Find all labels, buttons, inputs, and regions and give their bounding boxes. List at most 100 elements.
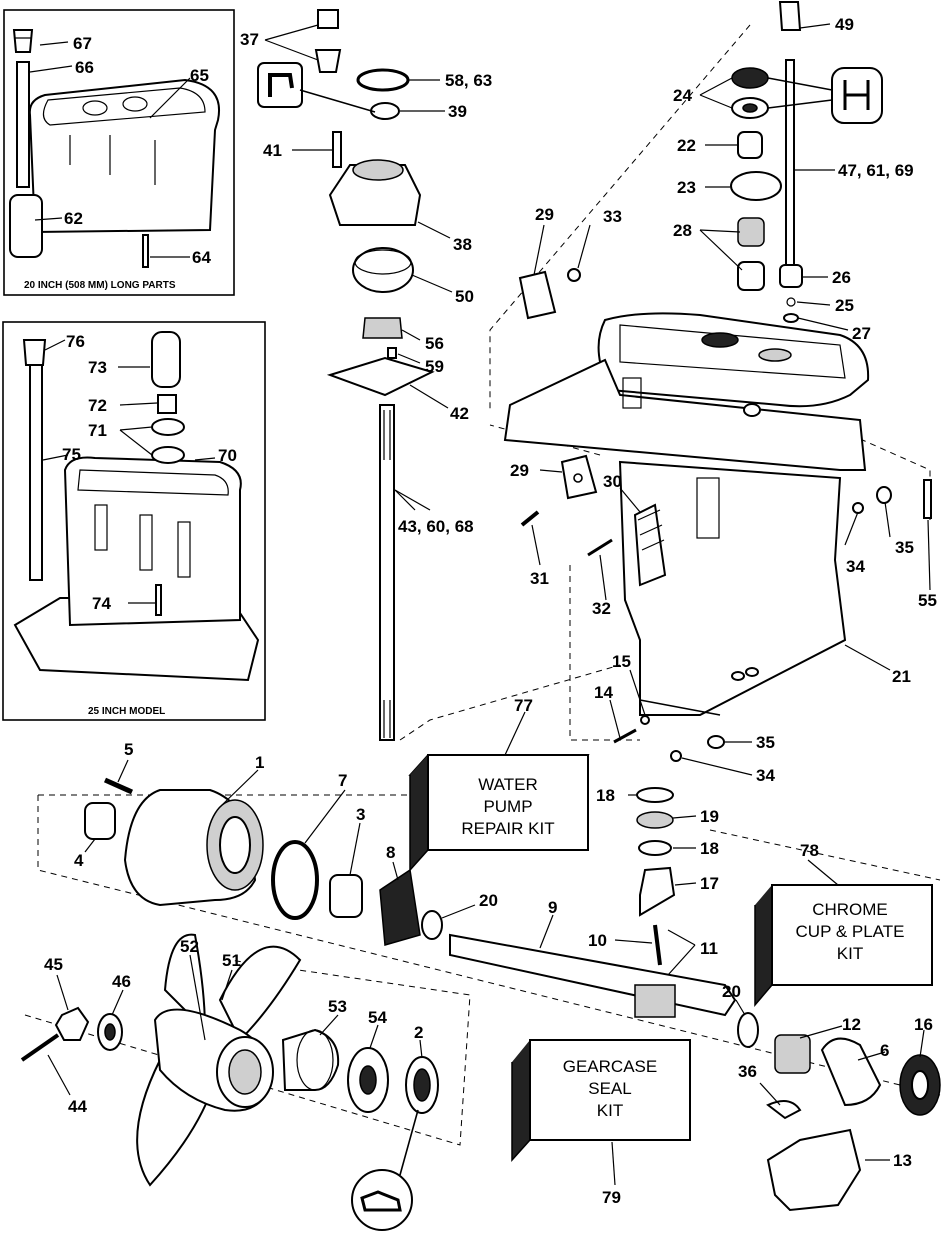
label-14: 14 [594,683,613,702]
svg-text:KIT: KIT [597,1101,623,1120]
key-59 [387,347,397,359]
impeller-cup-50 [352,247,414,293]
label-24: 24 [673,86,692,105]
label-34b: 34 [756,766,775,785]
label-39: 39 [448,102,467,121]
label-65: 65 [190,66,209,85]
label-73: 73 [88,358,107,377]
shift-and-bearing-parts [730,1,883,323]
o-ring-25 [786,297,796,307]
washer-15 [640,715,650,725]
nut-33 [567,268,581,282]
screw-32 [587,538,613,557]
label-34a: 34 [846,557,865,576]
label-49: 49 [835,15,854,34]
label-78: 78 [800,841,819,860]
o-ring-58-63 [356,68,410,92]
bearing-71b [151,446,185,464]
label-55: 55 [918,591,937,610]
inset-25-inch-model: 25 INCH MODEL [2,321,266,721]
label-79: 79 [602,1188,621,1207]
label-70: 70 [218,446,237,465]
svg-text:PUMP: PUMP [483,797,532,816]
label-16: 16 [914,1015,933,1034]
label-27: 27 [852,324,871,343]
label-28: 28 [673,221,692,240]
gearcase-seal-kit: GEARCASE SEAL KIT [511,1039,691,1162]
bushing-26 [779,264,803,288]
chrome-cup-plate-kit: CHROME CUP & PLATE KIT [754,884,933,1008]
thrust-washer-20b [737,1012,759,1048]
impeller-plate-42 [326,356,435,397]
shift-lever-13 [766,1128,862,1212]
label-38: 38 [453,235,472,254]
label-29a: 29 [535,205,554,224]
bearing-71a [151,418,185,436]
label-26: 26 [832,268,851,287]
thrust-washer-20a [421,910,443,940]
label-20b: 20 [722,982,741,1001]
label-54: 54 [368,1008,387,1027]
kit-box-77 [427,754,589,851]
retainer-36 [766,1100,802,1120]
label-56: 56 [425,334,444,353]
label-8: 8 [386,843,395,862]
propeller-blade-top [163,933,207,1033]
spacer-53 [281,1028,340,1091]
gearcase-lower-body [618,460,847,716]
driveshaft-43-60-68 [379,404,395,741]
label-12: 12 [842,1015,861,1034]
label-41: 41 [263,141,282,160]
label-64: 64 [192,248,211,267]
water-pump-assembly [257,9,435,741]
washer-35b [707,735,725,749]
anode-29a [518,270,557,320]
screw-34a [852,502,864,514]
screw-5 [103,777,134,795]
label-51: 51 [222,951,241,970]
seal-39 [370,102,400,120]
inset-20-inch-long-parts: 20 INCH (508 MM) LONG PARTS [3,9,235,296]
label-76: 76 [66,332,85,351]
inset-20in-caption: 20 INCH (508 MM) LONG PARTS [24,280,176,291]
label-22: 22 [677,136,696,155]
label-35a: 35 [895,538,914,557]
bearing-28b [737,261,765,291]
label-21: 21 [892,667,911,686]
label-42: 42 [450,404,469,423]
pinion-gear-17 [639,866,676,917]
sleeve-62 [9,194,43,258]
label-18b: 18 [700,839,719,858]
label-71: 71 [88,421,107,440]
label-62: 62 [64,209,83,228]
label-75: 75 [62,445,81,464]
label-23: 23 [677,178,696,197]
kit-box-79 [529,1039,691,1141]
exhaust-housing-70 [63,456,242,627]
screw-41 [332,131,342,168]
label-18a: 18 [596,786,615,805]
grommet-37b [314,49,342,73]
washer-18a [636,787,674,803]
label-17: 17 [700,874,719,893]
bearing-3 [329,874,363,918]
inset-frame [3,9,235,296]
label-37: 37 [240,30,259,49]
clutch-dog-12 [774,1034,811,1074]
label-72: 72 [88,396,107,415]
screw-14 [613,728,637,744]
propeller-group [20,933,439,1231]
nut-45 [54,1006,90,1041]
bearing-28a [737,217,765,247]
label-10: 10 [588,931,607,950]
shift-rod-47-61-69 [785,59,795,266]
label-32: 32 [592,599,611,618]
label-2: 2 [414,1023,423,1042]
label-20a: 20 [479,891,498,910]
gearcase-anti-ventilation-plate [503,358,867,471]
screw-55 [923,479,932,519]
label-45: 45 [44,955,63,974]
screw-34b [670,750,682,762]
grommet-37a [317,9,339,29]
